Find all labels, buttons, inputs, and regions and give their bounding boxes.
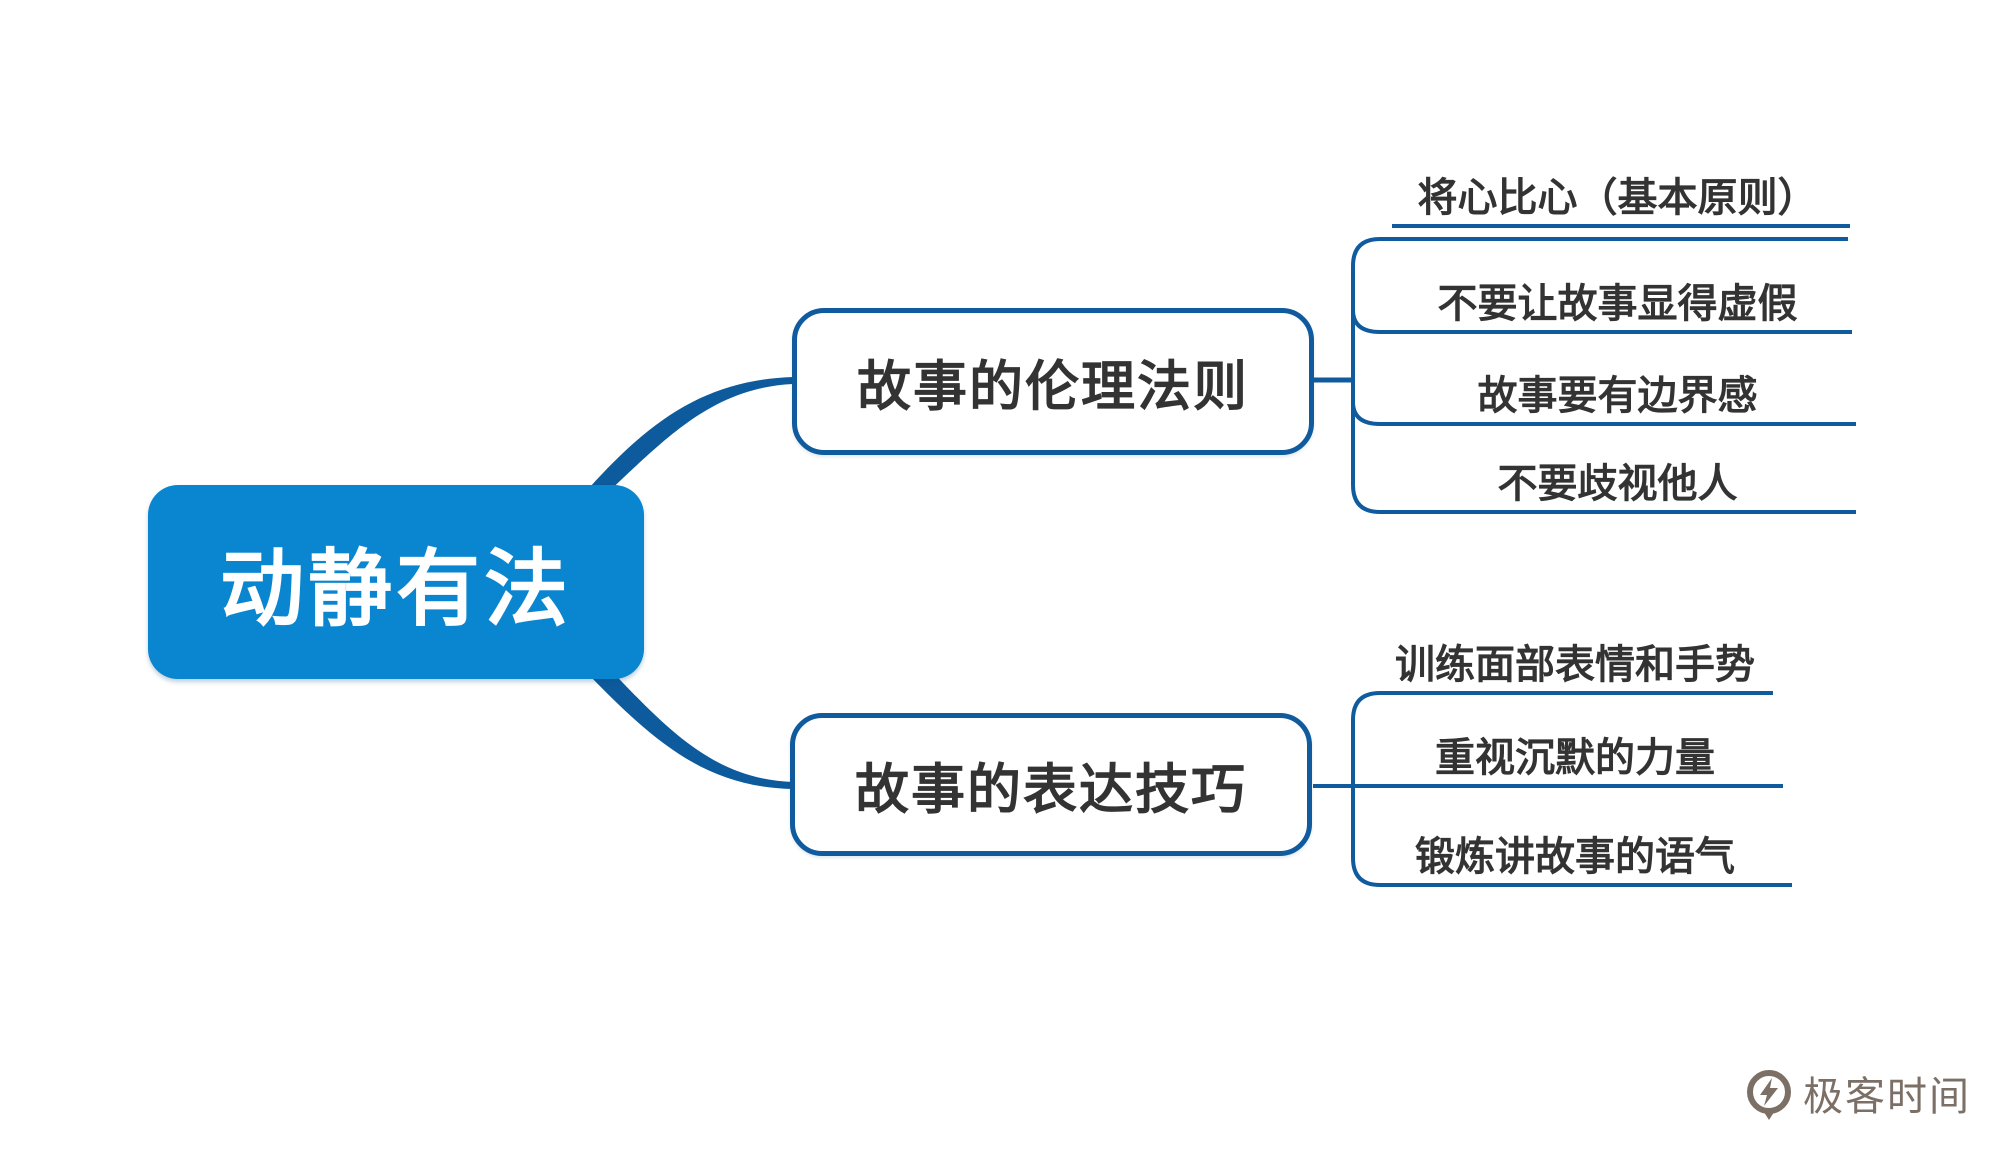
brand-name: 极客时间 bbox=[1803, 1075, 1971, 1119]
leaf-topic: 重视沉默的力量 bbox=[1435, 736, 1715, 780]
geektime-logo-icon bbox=[1747, 1070, 1791, 1120]
leaf-topic: 训练面部表情和手势 bbox=[1395, 643, 1755, 687]
branch-topic-expression: 故事的表达技巧 bbox=[790, 713, 1312, 856]
connector-root-to-branch1 bbox=[590, 377, 793, 497]
root-topic: 动静有法 bbox=[148, 485, 644, 679]
leaf-topic: 不要让故事显得虚假 bbox=[1437, 282, 1798, 326]
leaf-topic: 锻炼讲故事的语气 bbox=[1415, 835, 1735, 879]
leaf-topic: 不要歧视他人 bbox=[1497, 462, 1738, 506]
branch-topic-ethics: 故事的伦理法则 bbox=[792, 308, 1314, 455]
leaf-topic: 故事要有边界感 bbox=[1477, 374, 1758, 418]
brand-watermark: 极客时间 bbox=[1745, 1068, 1971, 1126]
leaf-topic: 将心比心（基本原则） bbox=[1417, 176, 1818, 220]
connector-root-to-branch2 bbox=[590, 662, 793, 789]
